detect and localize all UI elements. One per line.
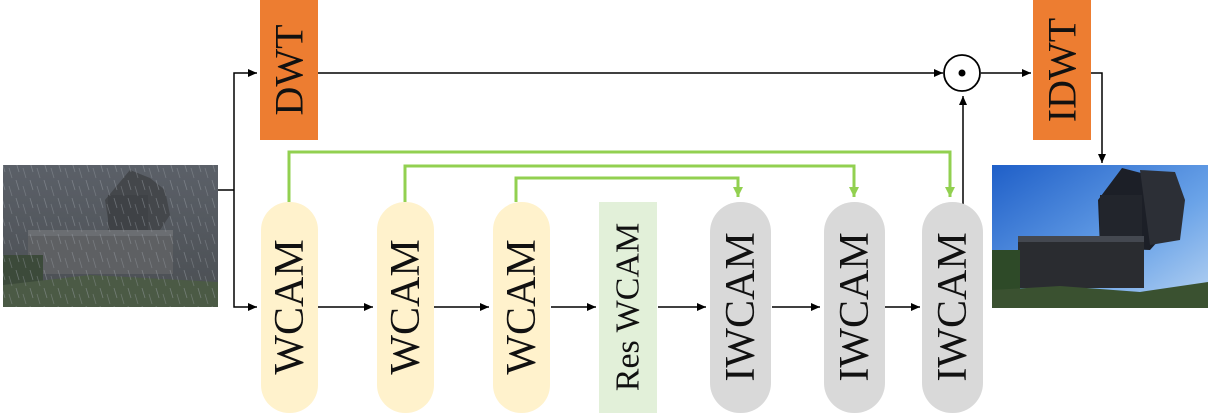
iwcam-block-2: IWCAM [824, 202, 885, 413]
skip-wcam3-iwcam1 [514, 176, 743, 202]
skip-wcam2-iwcam2 [403, 164, 859, 202]
iwcam-block-1: IWCAM [710, 202, 771, 413]
wcam-1-label: WCAM [267, 239, 313, 374]
idwt-label: IDWT [1040, 18, 1085, 122]
dwt-box: DWT [260, 0, 318, 140]
wcam-block-1: WCAM [261, 202, 318, 413]
dwt-label: DWT [267, 24, 312, 115]
wcam-block-2: WCAM [377, 202, 434, 413]
arrow-to-dwt [233, 69, 257, 190]
iwcam-1-label: IWCAM [718, 232, 764, 381]
res-wcam-block: Res WCAM [599, 202, 657, 413]
wcam-block-3: WCAM [493, 202, 550, 413]
multiply-dot-icon [958, 69, 966, 77]
arrow-to-wcam-1 [233, 190, 257, 311]
idwt-box: IDWT [1033, 0, 1091, 140]
wcam-3-label: WCAM [499, 239, 545, 374]
iwcam-3-label: IWCAM [930, 232, 976, 381]
output-image [992, 165, 1208, 308]
multiply-operator [943, 54, 981, 92]
arrow-idwt-to-output [1091, 72, 1106, 163]
wcam-2-label: WCAM [383, 239, 429, 374]
flow-arrows [218, 69, 1106, 311]
input-image [3, 165, 218, 307]
res-wcam-label: Res WCAM [610, 223, 647, 391]
skip-connections [287, 150, 955, 202]
skip-wcam1-iwcam3 [287, 150, 955, 202]
iwcam-2-label: IWCAM [832, 232, 878, 381]
iwcam-block-3: IWCAM [922, 202, 983, 413]
